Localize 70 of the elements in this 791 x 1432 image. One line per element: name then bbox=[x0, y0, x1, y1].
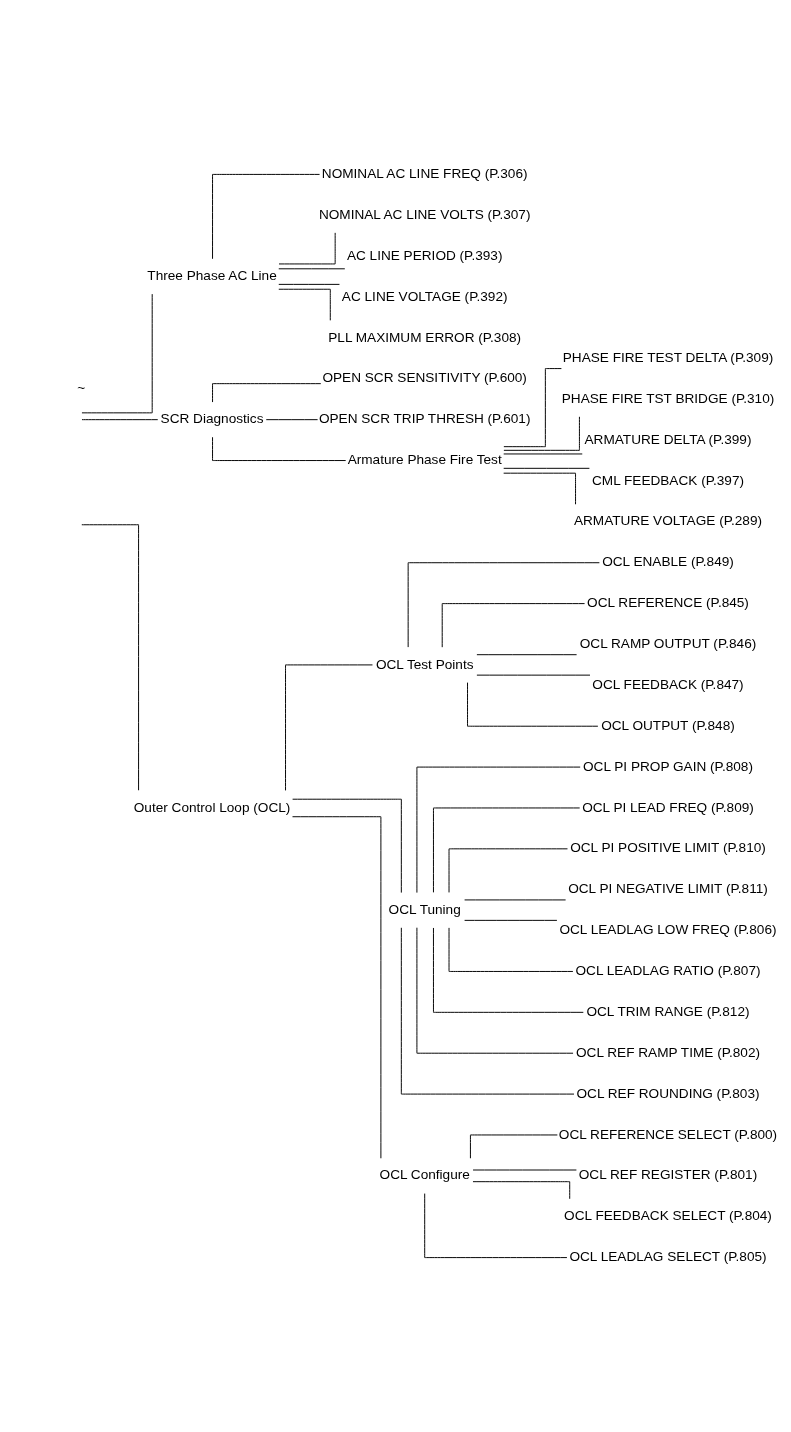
connector bbox=[212, 383, 322, 403]
node-text: AC LINE PERIOD (P.393) bbox=[346, 247, 503, 263]
connector bbox=[292, 798, 402, 894]
node-text: CML FEEDBACK (P.397) bbox=[591, 472, 745, 488]
node-text: OCL REF RAMP TIME (P.802) bbox=[575, 1044, 761, 1060]
node-text: SCR Diagnostics bbox=[160, 411, 264, 427]
connector bbox=[81, 293, 153, 414]
connector bbox=[503, 472, 577, 505]
node-text: Armature Phase Fire Test bbox=[347, 452, 502, 468]
node-text: OCL PI NEGATIVE LIMIT (P.811) bbox=[568, 881, 768, 897]
node-text: OCL ENABLE (P.849) bbox=[602, 554, 734, 570]
node-text: ARMATURE VOLTAGE (P.289) bbox=[573, 513, 763, 529]
connector bbox=[416, 766, 581, 894]
node-text: ARMATURE DELTA (P.399) bbox=[584, 431, 752, 447]
connector bbox=[464, 919, 558, 921]
connector bbox=[285, 664, 373, 791]
label: ~ bbox=[77, 380, 86, 396]
node-text: NOMINAL AC LINE VOLTS (P.307) bbox=[318, 206, 531, 222]
connector bbox=[212, 436, 347, 461]
node-text: OCL REF ROUNDING (P.803) bbox=[576, 1085, 760, 1101]
connector bbox=[432, 807, 581, 893]
connector bbox=[467, 682, 599, 727]
node-text: OCL REFERENCE SELECT (P.800) bbox=[558, 1126, 778, 1142]
node-text: OCL PI PROP GAIN (P.808) bbox=[583, 758, 753, 774]
connector bbox=[278, 288, 331, 321]
connector bbox=[448, 927, 574, 972]
node-text: PHASE FIRE TST BRIDGE (P.310) bbox=[561, 390, 775, 406]
connector bbox=[292, 816, 382, 1159]
node-text: OCL FEEDBACK SELECT (P.804) bbox=[564, 1208, 772, 1224]
node-text: OCL PI POSITIVE LIMIT (P.810) bbox=[570, 840, 766, 856]
node-text: OCL TRIM RANGE (P.812) bbox=[586, 1003, 750, 1019]
connector bbox=[476, 654, 578, 656]
connector bbox=[407, 562, 600, 648]
node-text: OCL RAMP OUTPUT (P.846) bbox=[579, 636, 757, 652]
connector bbox=[424, 1193, 568, 1259]
connector bbox=[416, 927, 574, 1054]
connector bbox=[265, 419, 319, 421]
connector bbox=[278, 283, 340, 285]
node-text: OCL REF REGISTER (P.801) bbox=[578, 1167, 758, 1183]
node-text: OPEN SCR SENSITIVITY (P.600) bbox=[322, 370, 527, 386]
connector bbox=[441, 603, 586, 648]
connector bbox=[278, 232, 336, 265]
node-text: NOMINAL AC LINE FREQ (P.306) bbox=[321, 166, 528, 182]
node-text: Three Phase AC Line bbox=[147, 268, 277, 284]
connector bbox=[432, 927, 584, 1013]
node-text: OPEN SCR TRIP THRESH (P.601) bbox=[318, 411, 531, 427]
node-text: OCL REFERENCE (P.845) bbox=[587, 595, 749, 611]
node-text: PHASE FIRE TEST DELTA (P.309) bbox=[562, 349, 774, 365]
node-text: OCL LEADLAG LOW FREQ (P.806) bbox=[559, 922, 777, 938]
connector bbox=[212, 173, 321, 260]
connector bbox=[278, 268, 346, 270]
connector bbox=[503, 467, 590, 469]
node-text: AC LINE VOLTAGE (P.392) bbox=[341, 288, 508, 304]
node-text: OCL Tuning bbox=[388, 901, 461, 917]
node-text: OCL OUTPUT (P.848) bbox=[601, 717, 735, 733]
connector bbox=[400, 927, 575, 1095]
node-text: OCL FEEDBACK (P.847) bbox=[592, 676, 744, 692]
node-text: PLL MAXIMUM ERROR (P.308) bbox=[328, 329, 522, 345]
node-text: OCL Test Points bbox=[375, 656, 474, 672]
connector bbox=[81, 524, 140, 791]
node-text: OCL Configure bbox=[379, 1167, 470, 1183]
connector bbox=[448, 848, 568, 893]
node-text: OCL PI LEAD FREQ (P.809) bbox=[582, 799, 754, 815]
connector bbox=[469, 1134, 558, 1159]
connector bbox=[472, 1181, 571, 1200]
node-text: OCL LEADLAG SELECT (P.805) bbox=[569, 1249, 767, 1265]
node-text: OCL LEADLAG RATIO (P.807) bbox=[575, 963, 761, 979]
connector bbox=[503, 416, 580, 451]
node-text: Outer Control Loop (OCL) bbox=[133, 799, 291, 815]
connector bbox=[81, 419, 159, 421]
